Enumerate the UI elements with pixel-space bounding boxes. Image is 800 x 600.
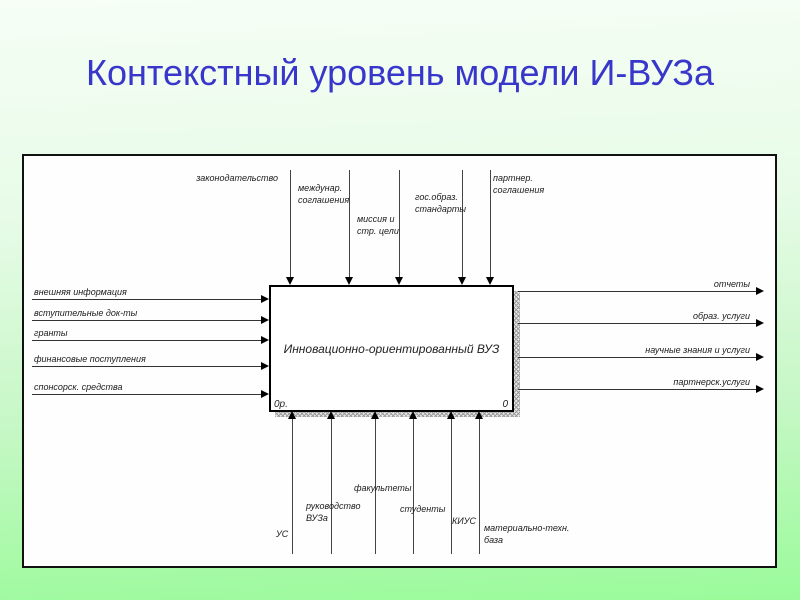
output-arrowhead-1 xyxy=(756,287,764,295)
mechanism-arrow-line-6 xyxy=(479,419,480,554)
input-arrow-line-1 xyxy=(32,299,262,300)
control-arrowhead-3 xyxy=(395,277,403,285)
input-label-3: гранты xyxy=(34,328,68,338)
input-label-2: вступительные док-ты xyxy=(34,308,138,318)
output-arrowhead-2 xyxy=(756,319,764,327)
input-arrowhead-5 xyxy=(261,390,269,398)
control-label-5: партнер. соглашения xyxy=(493,173,545,195)
mechanism-label-3: факультеты xyxy=(354,483,412,493)
mechanism-label-2: руководство ВУЗа xyxy=(306,501,361,523)
mechanism-arrowhead-2 xyxy=(327,411,335,419)
control-arrow-line-2 xyxy=(349,170,350,278)
mechanism-arrow-line-3 xyxy=(375,419,376,554)
control-label-3: миссия и стр. цели xyxy=(357,214,399,236)
output-arrow-line-3 xyxy=(518,357,757,358)
activity-box: Инновационно-ориентированный ВУЗ 0р. 0 xyxy=(269,285,514,412)
input-arrow-line-5 xyxy=(32,394,262,395)
input-label-1: внешняя информация xyxy=(34,287,127,297)
input-label-5: спонсорск. средства xyxy=(34,382,123,392)
activity-box-node-number: 0 xyxy=(502,399,508,410)
mechanism-arrow-line-4 xyxy=(413,419,414,554)
control-arrow-line-1 xyxy=(290,170,291,278)
mechanism-arrowhead-3 xyxy=(371,411,379,419)
control-arrow-line-5 xyxy=(490,170,491,278)
mechanism-arrowhead-6 xyxy=(475,411,483,419)
input-arrowhead-1 xyxy=(261,295,269,303)
input-arrowhead-4 xyxy=(261,362,269,370)
control-label-2: междунар. соглашения xyxy=(298,183,350,205)
control-label-1: законодательство xyxy=(196,173,278,183)
output-label-1: отчеты xyxy=(713,279,750,289)
mechanism-label-6: материально-техн. база xyxy=(484,523,570,545)
control-arrowhead-4 xyxy=(458,277,466,285)
control-arrowhead-1 xyxy=(286,277,294,285)
output-arrowhead-4 xyxy=(756,385,764,393)
input-arrow-line-3 xyxy=(32,340,262,341)
output-arrow-line-2 xyxy=(518,323,757,324)
input-arrowhead-2 xyxy=(261,316,269,324)
slide-title: Контекстный уровень модели И-ВУЗа xyxy=(86,52,714,93)
activity-box-label: Инновационно-ориентированный ВУЗ xyxy=(283,341,500,356)
input-arrow-line-2 xyxy=(32,320,262,321)
output-label-2: образ. услуги xyxy=(693,311,750,321)
control-arrowhead-5 xyxy=(486,277,494,285)
control-arrow-line-3 xyxy=(399,170,400,278)
output-label-3: научные знания и услуги xyxy=(645,345,750,355)
mechanism-arrowhead-1 xyxy=(288,411,296,419)
output-arrowhead-3 xyxy=(756,353,764,361)
control-label-4: гос.образ. стандарты xyxy=(415,192,466,214)
output-arrow-line-4 xyxy=(518,389,757,390)
input-arrowhead-3 xyxy=(261,336,269,344)
activity-box-cost: 0р. xyxy=(274,399,288,410)
mechanism-arrow-line-2 xyxy=(331,419,332,554)
mechanism-arrow-line-5 xyxy=(451,419,452,554)
mechanism-arrow-line-1 xyxy=(292,419,293,554)
mechanism-label-1: УС xyxy=(276,529,289,539)
input-label-4: финансовые поступления xyxy=(34,354,146,364)
control-arrow-line-4 xyxy=(462,170,463,278)
input-arrow-line-4 xyxy=(32,366,262,367)
mechanism-label-4: студенты xyxy=(400,504,446,514)
mechanism-label-5: КИУС xyxy=(452,516,476,526)
output-arrow-line-1 xyxy=(518,291,757,292)
output-label-4: партнерск.услуги xyxy=(673,377,750,387)
mechanism-arrowhead-4 xyxy=(409,411,417,419)
diagram-panel: Инновационно-ориентированный ВУЗ 0р. 0 з… xyxy=(22,154,777,568)
mechanism-arrowhead-5 xyxy=(447,411,455,419)
control-arrowhead-2 xyxy=(345,277,353,285)
